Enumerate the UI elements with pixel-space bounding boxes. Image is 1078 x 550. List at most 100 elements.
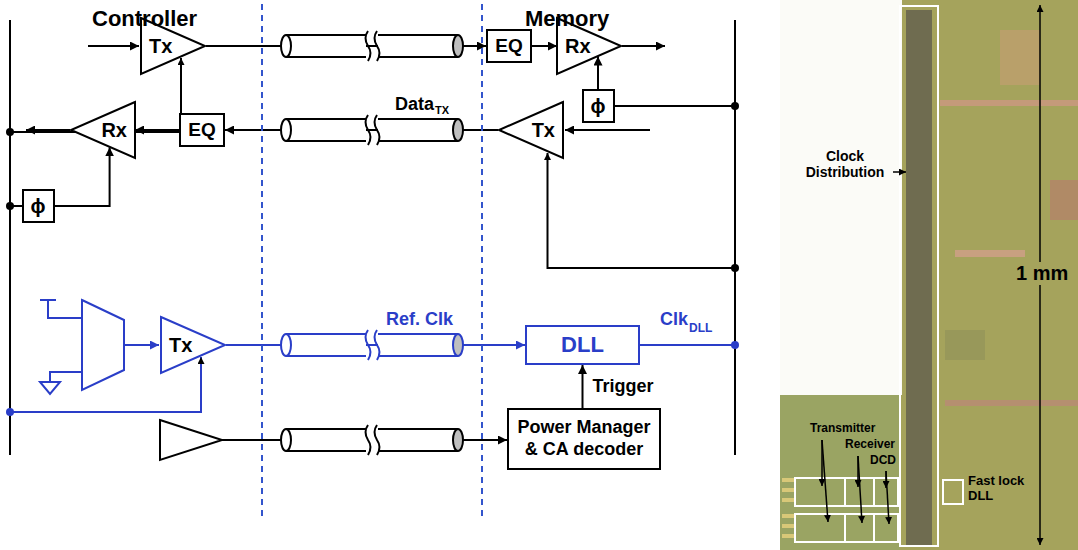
phase-box: ϕ [582, 89, 615, 123]
domain-divider [481, 4, 483, 520]
part-label: Fast lock DLL [968, 474, 1030, 504]
transmission-cable [281, 429, 291, 451]
power-manager-box: Power Manager & CA decoder [507, 408, 661, 470]
input-buffer [160, 420, 222, 460]
phase-box: ϕ [22, 189, 55, 223]
die-photo [955, 250, 1025, 257]
die-photo [795, 478, 898, 506]
domain-divider [262, 4, 482, 520]
transmission-cable [378, 35, 458, 57]
junction-dot [6, 202, 14, 210]
node-text: EQ [188, 119, 215, 142]
leader-line [822, 440, 828, 522]
transmitter-buffer: Tx [498, 101, 564, 159]
node-text: Tx [169, 333, 192, 357]
node-text: Tx [532, 118, 555, 142]
transmission-cable [286, 119, 458, 141]
signal-subscript: DLL [689, 322, 712, 336]
transmission-cable [286, 35, 366, 57]
domain-divider [261, 4, 263, 520]
clock-transmitter: Tx [160, 316, 226, 374]
transmission-cable [281, 115, 463, 145]
transmission-cable [281, 119, 291, 141]
transmission-cable [281, 425, 463, 455]
die-photo [945, 400, 1078, 406]
leader-line [886, 471, 889, 524]
node-text: EQ [495, 35, 522, 58]
section-heading: Memory [525, 6, 609, 31]
die-photo [782, 498, 794, 502]
transmission-cable [453, 35, 463, 57]
triangle-outline [161, 317, 225, 373]
die-photo [1000, 30, 1040, 85]
transmission-cable [378, 429, 458, 451]
transmission-cable [281, 35, 291, 57]
node-text: Tx [149, 34, 172, 58]
dll-box: DLL [525, 325, 640, 365]
leader-line [893, 171, 906, 173]
signal-name: Clk [660, 309, 688, 330]
die-photo [900, 6, 938, 546]
transmission-cable [378, 119, 458, 141]
die-photo [780, 395, 900, 550]
transmission-cable [366, 330, 380, 360]
transmission-cable [286, 429, 366, 451]
part-label: Receiver [845, 438, 895, 452]
clock-bus [10, 20, 735, 455]
signal-name: Ref. Clk [386, 309, 453, 330]
transmission-cable [378, 334, 458, 356]
signal-wire [463, 439, 507, 441]
clock-wire [10, 300, 735, 412]
clock-wire [124, 344, 159, 346]
transmission-cable [286, 429, 458, 451]
clock-wire [640, 344, 735, 346]
leader-line [858, 456, 862, 523]
junction-dot [731, 102, 739, 110]
clock-wire [40, 300, 82, 318]
section-heading: Controller [92, 6, 197, 31]
die-photo [795, 514, 898, 542]
signal-wire [222, 439, 286, 441]
signal-name: Data [395, 94, 434, 115]
clock-bus [9, 20, 11, 455]
die-photo [945, 330, 985, 360]
connector-arrow [135, 129, 179, 131]
signal-wire [88, 45, 139, 47]
die-photo [782, 524, 794, 528]
receiver-buffer: Rx [70, 101, 136, 159]
triangle-outline [71, 102, 135, 158]
transmission-cable [281, 31, 463, 455]
node-text: DLL [561, 332, 604, 358]
connector-arrow [597, 57, 599, 89]
node-text: ϕ [591, 94, 606, 118]
connector-arrow [582, 365, 584, 408]
clock-wire [50, 372, 82, 382]
clock-wire [40, 382, 60, 394]
edge-label: Trigger [591, 376, 656, 397]
die-photo [1050, 180, 1078, 220]
signal-wire [565, 129, 650, 131]
transmission-cable [366, 31, 380, 61]
transmission-cable [286, 119, 366, 141]
transmission-cable [286, 334, 366, 356]
die-photo [780, 0, 902, 395]
connector-arrow [55, 147, 110, 206]
die-photo [940, 100, 1078, 106]
die-photo [782, 534, 794, 538]
part-label: Transmitter [810, 422, 875, 436]
transmission-cable [286, 35, 458, 57]
transmission-cable [281, 31, 463, 61]
equalizer-box: EQ [486, 29, 532, 63]
transmission-cable [453, 334, 463, 356]
signal-wire [622, 45, 665, 47]
connector-arrow [532, 45, 557, 47]
equalizer-box: EQ [179, 113, 225, 147]
transmission-cable [453, 429, 463, 451]
transmission-cable [281, 334, 291, 356]
die-photo [782, 514, 794, 518]
triangle-outline [499, 102, 563, 158]
part-label: DCD [870, 454, 896, 468]
node-text: Rx [101, 118, 127, 142]
junction-dot [731, 264, 739, 272]
